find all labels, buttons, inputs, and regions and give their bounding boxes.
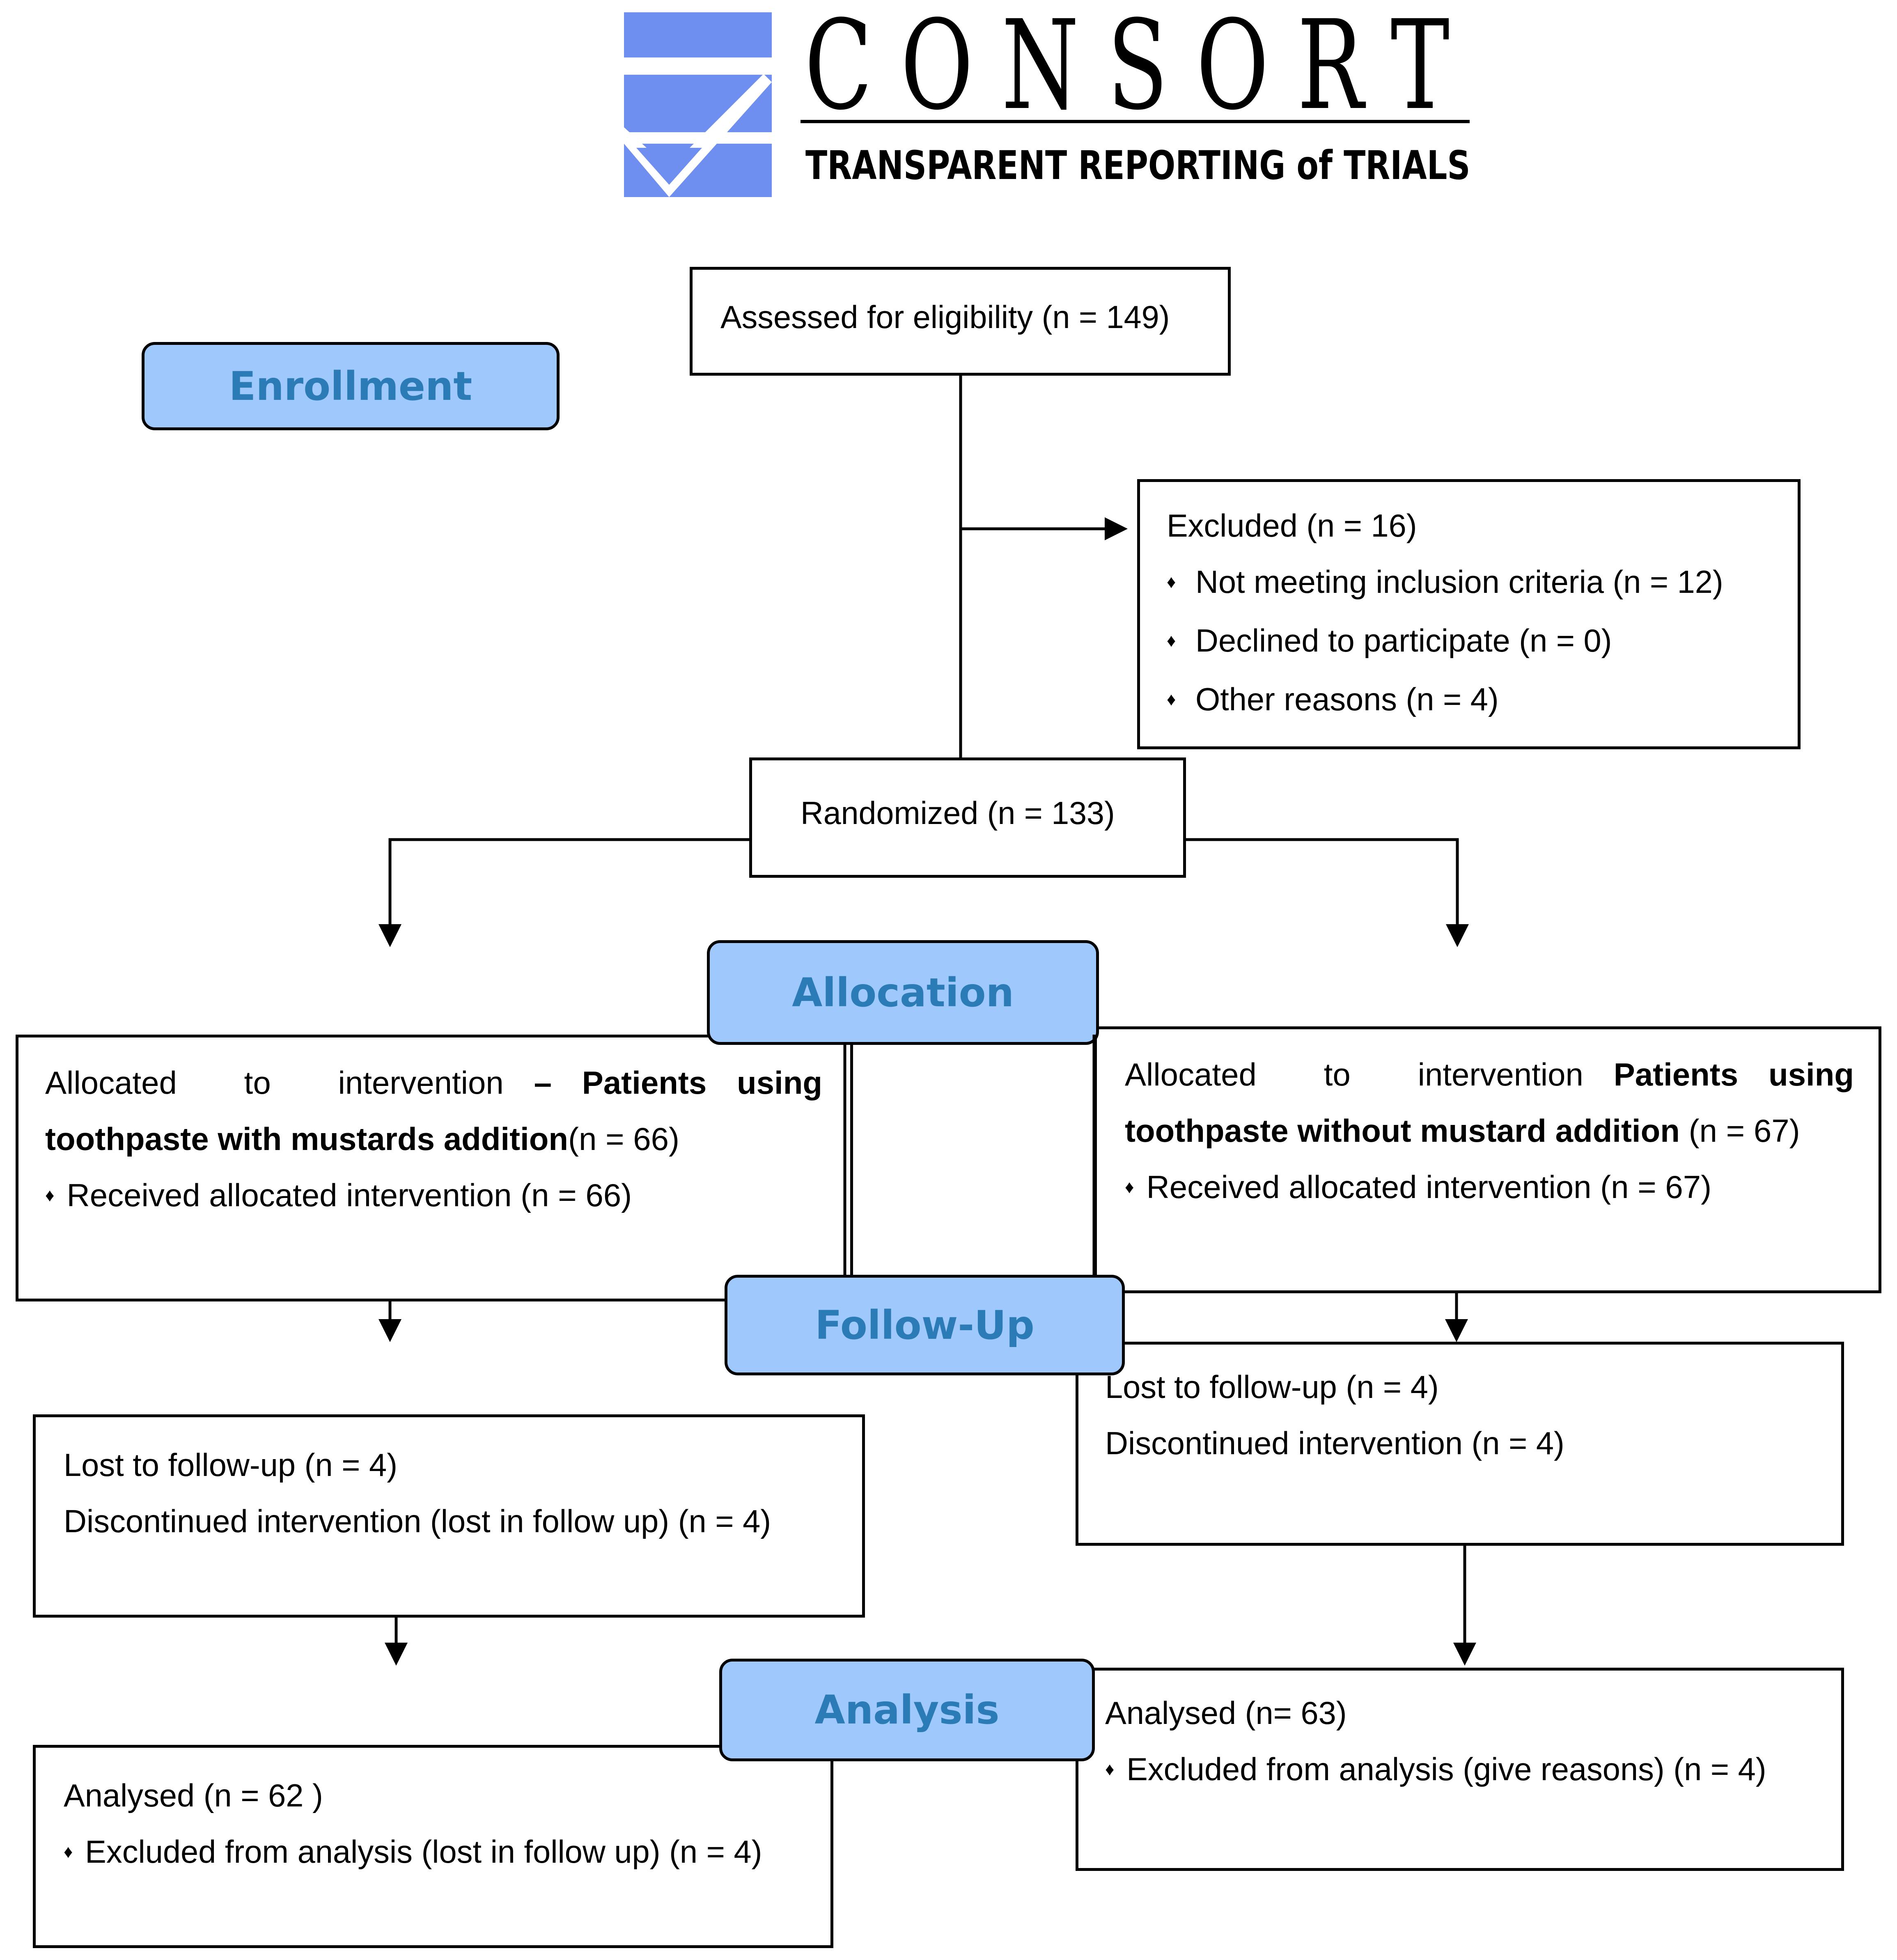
excluded-item: ♦Other reasons (n = 4) xyxy=(1167,671,1794,730)
followup-right-lost: Lost to follow-up (n = 4) xyxy=(1105,1369,1439,1405)
assessed-box: Assessed for eligibility (n = 149) xyxy=(690,267,1231,376)
stage-enrollment-label: Enrollment xyxy=(229,363,473,409)
diamond-bullet-icon: ♦ xyxy=(1105,1759,1115,1779)
randomized-box: Randomized (n = 133) xyxy=(749,757,1186,878)
diamond-bullet-icon: ♦ xyxy=(1167,689,1176,709)
diamond-bullet-icon: ♦ xyxy=(45,1185,55,1205)
followup-right-discontinued: Discontinued intervention (n = 4) xyxy=(1105,1425,1564,1461)
analysis-left-analysed: Analysed (n = 62 ) xyxy=(64,1777,323,1813)
allocation-right-line2: toothpaste without mustard addition (n =… xyxy=(1125,1113,1800,1149)
stage-analysis: Analysis xyxy=(719,1659,1095,1761)
excluded-item: ♦Declined to participate (n = 0) xyxy=(1167,613,1794,671)
analysis-right-analysed: Analysed (n= 63) xyxy=(1105,1695,1347,1731)
stage-allocation: Allocation xyxy=(707,940,1099,1045)
allocation-left-box: Allocated to intervention – Patients usi… xyxy=(16,1035,853,1301)
followup-left-lost: Lost to follow-up (n = 4) xyxy=(64,1447,398,1483)
analysis-right-box: Analysed (n= 63) ♦Excluded from analysis… xyxy=(1076,1668,1844,1871)
allocation-right-box: Allocated to intervention Patients using… xyxy=(1094,1026,1881,1293)
logo-tagline: TRANSPARENT REPORTING of TRIALS xyxy=(805,142,1470,188)
logo-divider xyxy=(801,120,1470,123)
analysis-left-box: Analysed (n = 62 ) ♦Excluded from analys… xyxy=(33,1745,833,1948)
assessed-text: Assessed for eligibility (n = 149) xyxy=(720,299,1170,335)
followup-left-discontinued: Discontinued intervention (lost in follo… xyxy=(64,1503,771,1539)
diamond-bullet-icon: ♦ xyxy=(1167,571,1176,592)
stage-follow-up-label: Follow-Up xyxy=(815,1302,1035,1348)
arrow-to-right-allocation xyxy=(1184,838,1469,947)
allocation-left-line2: toothpaste with mustards addition(n = 66… xyxy=(45,1121,679,1157)
excluded-item: ♦Not meeting inclusion criteria (n = 12) xyxy=(1167,554,1794,613)
arrow-to-left-allocation xyxy=(378,838,749,947)
stage-allocation-label: Allocation xyxy=(792,969,1014,1016)
excluded-box: Excluded (n = 16) ♦Not meeting inclusion… xyxy=(1137,479,1801,749)
stage-enrollment: Enrollment xyxy=(142,342,560,430)
allocation-left-received: ♦Received allocated intervention (n = 66… xyxy=(45,1167,834,1226)
analysis-right-excluded: ♦Excluded from analysis (give reasons) (… xyxy=(1105,1741,1837,1800)
allocation-right-received: ♦Received allocated intervention (n = 67… xyxy=(1125,1159,1854,1218)
followup-right-box: Lost to follow-up (n = 4) Discontinued i… xyxy=(1076,1342,1844,1546)
allocation-right-line1: Allocated to intervention Patients using xyxy=(1125,1056,1854,1092)
randomized-text: Randomized (n = 133) xyxy=(801,795,1115,831)
logo-wordmark: CONSORT xyxy=(805,0,1478,137)
stage-follow-up: Follow-Up xyxy=(725,1275,1125,1375)
excluded-title: Excluded (n = 16) xyxy=(1167,507,1417,544)
stage-analysis-label: Analysis xyxy=(814,1687,1000,1733)
allocation-left-line1: Allocated to intervention – Patients usi… xyxy=(45,1065,822,1101)
diamond-bullet-icon: ♦ xyxy=(64,1841,73,1862)
diamond-bullet-icon: ♦ xyxy=(1167,630,1176,651)
diamond-bullet-icon: ♦ xyxy=(1125,1177,1134,1197)
followup-left-box: Lost to follow-up (n = 4) Discontinued i… xyxy=(33,1414,865,1618)
consort-logo-icon xyxy=(624,12,772,197)
analysis-left-excluded: ♦Excluded from analysis (lost in follow … xyxy=(64,1824,826,1882)
